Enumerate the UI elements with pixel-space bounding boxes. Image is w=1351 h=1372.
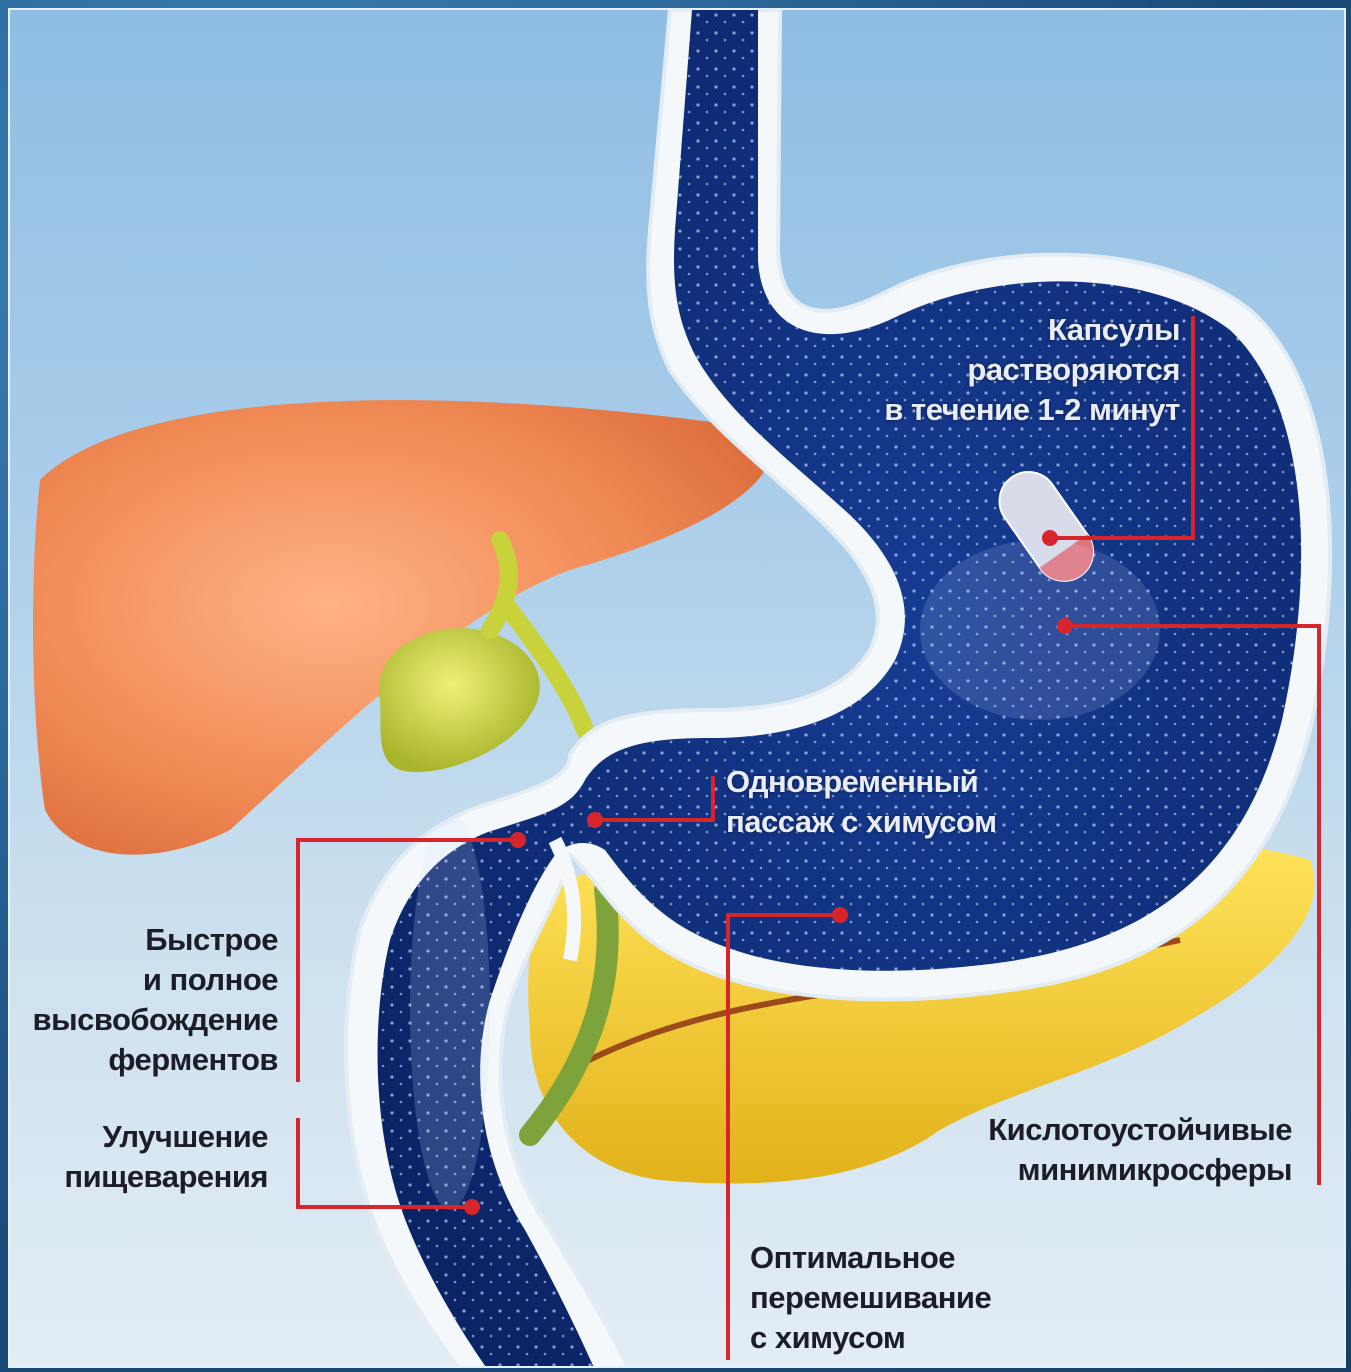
label-simultaneous-passage: Одновременный пассаж с химусом [726,762,1056,842]
particle-cloud [920,540,1160,720]
illustration-panel: Капсулы растворяются в течение 1-2 минут… [8,8,1346,1368]
gallbladder [379,628,540,772]
label-capsules: Капсулы растворяются в течение 1-2 минут [790,310,1180,430]
label-mixing: Оптимальное перемешивание с химусом [750,1238,1070,1358]
label-enzyme-release: Быстрое и полное высвобождение ферментов [10,920,278,1080]
particle-stream [410,810,490,1210]
label-microspheres: Кислотоустойчивые минимикросферы [910,1110,1292,1190]
label-digestion: Улучшение пищеварения [10,1117,268,1197]
